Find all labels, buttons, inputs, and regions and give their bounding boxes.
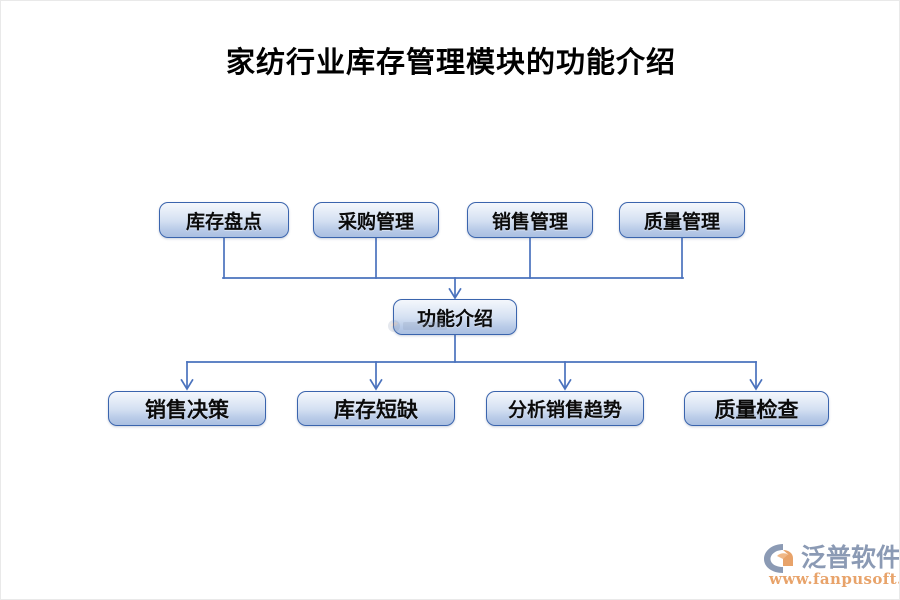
node-function-introduction[interactable]: 功能介绍 xyxy=(393,299,517,335)
node-label: 功能介绍 xyxy=(416,307,493,330)
node-quality-management[interactable]: 质量管理 xyxy=(619,202,745,238)
brand-logo: 泛普软件 www.fanpusoft.com xyxy=(763,538,899,594)
node-label: 质量检查 xyxy=(714,396,799,422)
node-inventory-count[interactable]: 库存盘点 xyxy=(159,202,289,238)
node-label: 质量管理 xyxy=(643,210,720,233)
logo-brand-text: 泛普软件 xyxy=(801,543,900,572)
node-label: 销售管理 xyxy=(491,210,568,233)
logo-url-text: www.fanpusoft.com xyxy=(769,570,899,588)
arrow-bottom-4-head xyxy=(749,378,763,391)
node-sales-decision[interactable]: 销售决策 xyxy=(108,391,266,426)
node-analyze-sales-trend[interactable]: 分析销售趋势 xyxy=(486,391,644,426)
arrow-bottom-1-head xyxy=(180,378,194,391)
arrow-bottom-2-head xyxy=(369,378,383,391)
node-quality-inspection[interactable]: 质量检查 xyxy=(684,391,829,426)
arrow-to-center-head xyxy=(448,287,462,300)
fanpu-swoosh-icon xyxy=(764,544,793,573)
node-label: 库存盘点 xyxy=(185,210,262,233)
page-title: 家纺行业库存管理模块的功能介绍 xyxy=(225,45,676,79)
node-label: 销售决策 xyxy=(145,396,229,422)
arrow-bottom-3-head xyxy=(558,378,572,391)
node-inventory-shortage[interactable]: 库存短缺 xyxy=(297,391,455,426)
node-label: 库存短缺 xyxy=(334,396,418,422)
node-purchase-management[interactable]: 采购管理 xyxy=(313,202,439,238)
node-label: 分析销售趋势 xyxy=(507,399,622,421)
node-sales-management[interactable]: 销售管理 xyxy=(467,202,593,238)
node-label: 采购管理 xyxy=(337,210,414,233)
